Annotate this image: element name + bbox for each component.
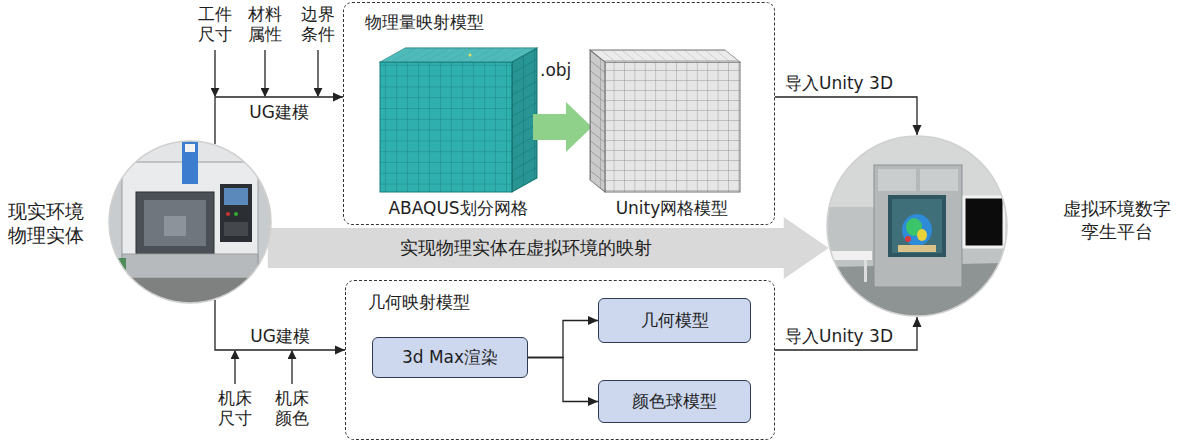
mapping-arrow	[268, 217, 829, 279]
connector-line	[528, 358, 598, 402]
connector-line	[215, 97, 343, 144]
input-arrows-top	[215, 50, 318, 96]
connector	[215, 93, 343, 144]
connector-line	[528, 321, 598, 358]
annotation-label: 机床 颜色	[274, 388, 310, 429]
process-box: 几何模型	[598, 298, 751, 343]
connector-label: UG建模	[250, 326, 310, 346]
annotation-label: 工件 尺寸	[197, 4, 233, 45]
connector-label: UG建模	[249, 102, 309, 122]
conversion-arrow	[533, 102, 592, 152]
annotation-label: ABAQUS划分网格	[388, 198, 527, 218]
dashed-group: 物理量映射模型	[343, 2, 775, 225]
box-label: 几何模型	[641, 310, 709, 330]
photo-circle: 现实环境 物理实体	[108, 140, 272, 304]
unity-mesh-cube	[590, 50, 740, 192]
arrow-head	[913, 125, 922, 135]
virtual-scene	[826, 135, 1008, 317]
platform-circle: 虚拟环境数字 孪生平台	[826, 135, 1008, 317]
arrow-head	[588, 397, 598, 406]
process-box: 颜色球模型	[598, 380, 751, 423]
abaqus-mesh-cube	[380, 48, 537, 192]
connector	[775, 317, 922, 350]
circle-illustration	[108, 140, 272, 304]
annotation-label: .obj	[540, 60, 571, 80]
group-title: 几何映射模型	[368, 292, 470, 312]
annotation-label: 机床 尺寸	[217, 388, 253, 429]
dashed-group: 几何映射模型 3d Max渲染 几何模型颜色球模型	[345, 280, 775, 440]
connector	[528, 358, 598, 407]
circle-heading: 现实环境 物理实体	[5, 200, 87, 248]
circle-heading: 虚拟环境数字 孪生平台	[1062, 198, 1172, 243]
connector-label: 导入Unity 3D	[785, 326, 893, 346]
box-label: 3d Max渲染	[402, 347, 498, 367]
connector-label: 导入Unity 3D	[785, 73, 893, 93]
machine-photo	[108, 140, 272, 304]
circle-illustration	[826, 135, 1008, 317]
connector-line	[775, 317, 917, 350]
arrow-head	[588, 316, 598, 325]
annotation-label: Unity网格模型	[616, 198, 729, 218]
connector	[215, 300, 345, 354]
arrow-head	[913, 317, 922, 327]
box-label: 颜色球模型	[632, 391, 717, 411]
annotation-label: 边界 条件	[300, 4, 336, 45]
input-arrows-bottom	[235, 351, 292, 384]
arrow-head	[333, 93, 343, 102]
group-title: 物理量映射模型	[365, 12, 484, 32]
connector	[528, 316, 598, 358]
connector-label: 实现物理实体在虚拟环境的映射	[400, 237, 652, 259]
connector-line	[215, 300, 345, 350]
connector	[775, 97, 922, 135]
annotation-label: 材料 属性	[247, 4, 283, 45]
arrow-head	[335, 346, 345, 355]
process-box: 3d Max渲染	[372, 337, 528, 378]
connector	[268, 217, 829, 279]
connector-line	[775, 97, 917, 135]
